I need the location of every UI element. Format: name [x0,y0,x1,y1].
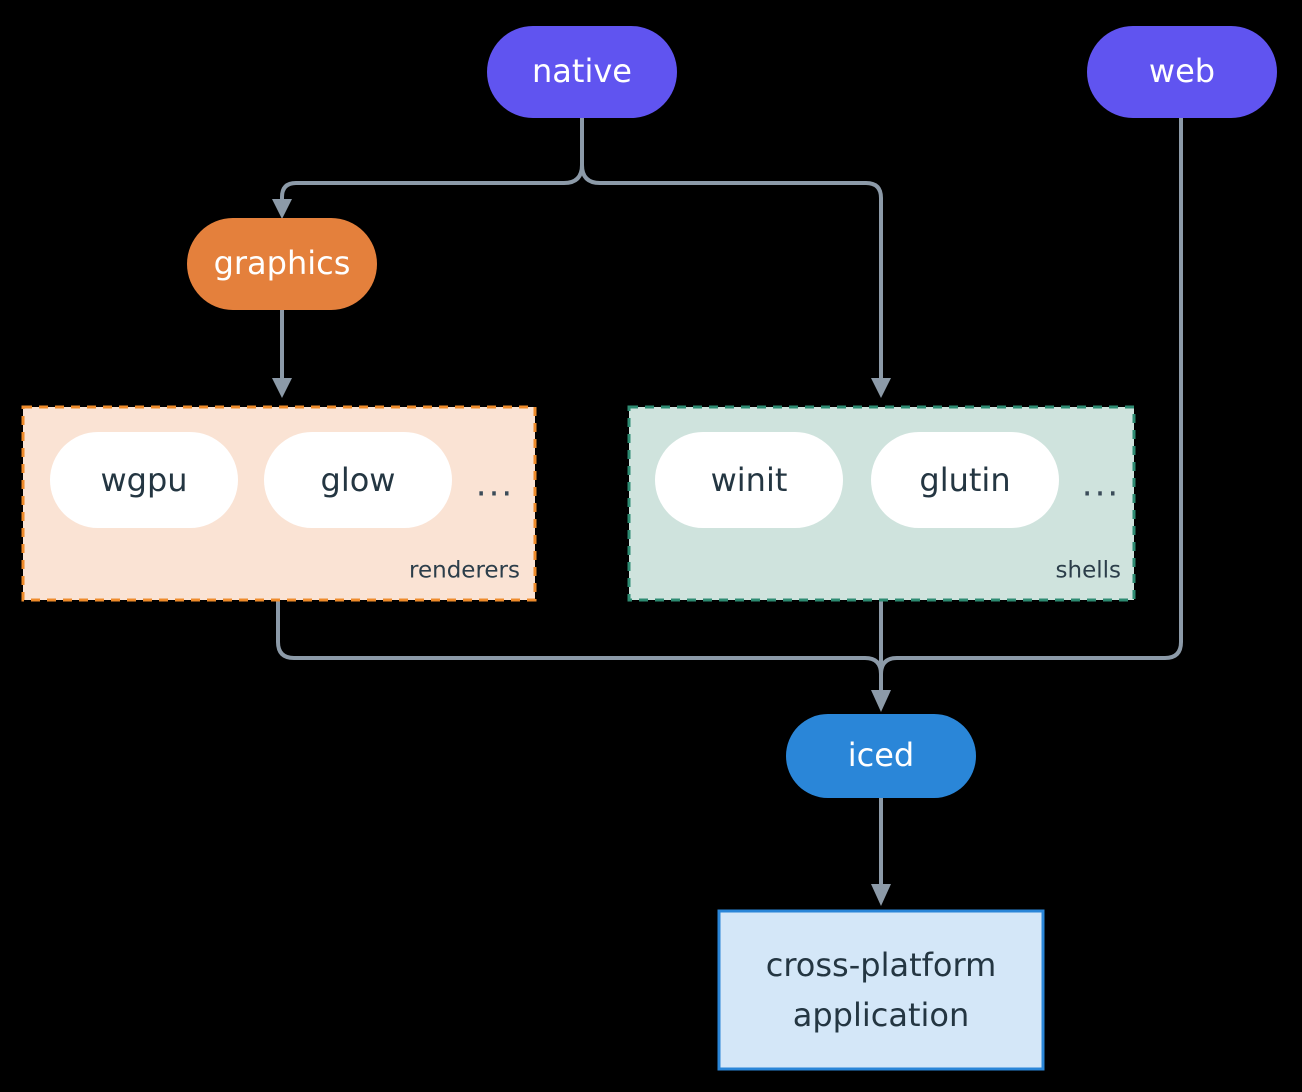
arrowhead-native-to-graphics [272,199,292,219]
node-web[interactable]: web [1087,26,1277,118]
renderer-item-wgpu[interactable]: wgpu [50,432,238,528]
shell-item-winit-pill[interactable] [655,432,843,528]
edge-native-to-shells [580,164,883,382]
shells-ellipsis: ... [1082,465,1120,505]
node-iced-shape[interactable] [786,714,976,798]
node-graphics[interactable]: graphics [187,218,377,310]
node-graphics-label: graphics [214,244,351,282]
cluster-shells: winit glutin ... shells [627,405,1136,602]
node-iced[interactable]: iced [786,714,976,798]
cluster-renderers: wgpu glow ... renderers [21,405,537,602]
node-native-label: native [532,52,632,90]
node-application-shape[interactable] [717,909,1045,1071]
node-web-shape[interactable] [1087,26,1277,118]
arrowhead-graphics-to-renderers [272,378,292,398]
arrowhead-into-iced [871,690,891,712]
renderer-item-wgpu-pill[interactable] [50,432,238,528]
edge-web-to-iced [879,118,1183,694]
shell-item-glutin-label: glutin [919,461,1010,499]
node-web-label: web [1149,52,1215,90]
renderer-item-glow-label: glow [321,461,396,499]
arrowhead-native-to-shells [871,378,891,398]
renderer-item-glow[interactable]: glow [264,432,452,528]
cluster-shells-label: shells [1056,558,1121,584]
node-application-label-line1: cross-platform [766,946,996,984]
node-iced-label: iced [848,736,914,774]
renderer-item-wgpu-label: wgpu [100,461,187,499]
shell-item-winit-label: winit [711,461,788,499]
renderers-ellipsis: ... [476,465,514,505]
node-native[interactable]: native [487,26,677,118]
shell-item-winit[interactable]: winit [655,432,843,528]
node-application-label-line2: application [793,996,970,1034]
node-native-shape[interactable] [487,26,677,118]
cluster-renderers-label: renderers [409,558,520,584]
arrowhead-iced-to-application [871,884,891,906]
shell-item-glutin-pill[interactable] [871,432,1059,528]
node-graphics-shape[interactable] [187,218,377,310]
shell-item-glutin[interactable]: glutin [871,432,1059,528]
renderer-item-glow-pill[interactable] [264,432,452,528]
node-application[interactable]: cross-platform application [717,909,1045,1071]
